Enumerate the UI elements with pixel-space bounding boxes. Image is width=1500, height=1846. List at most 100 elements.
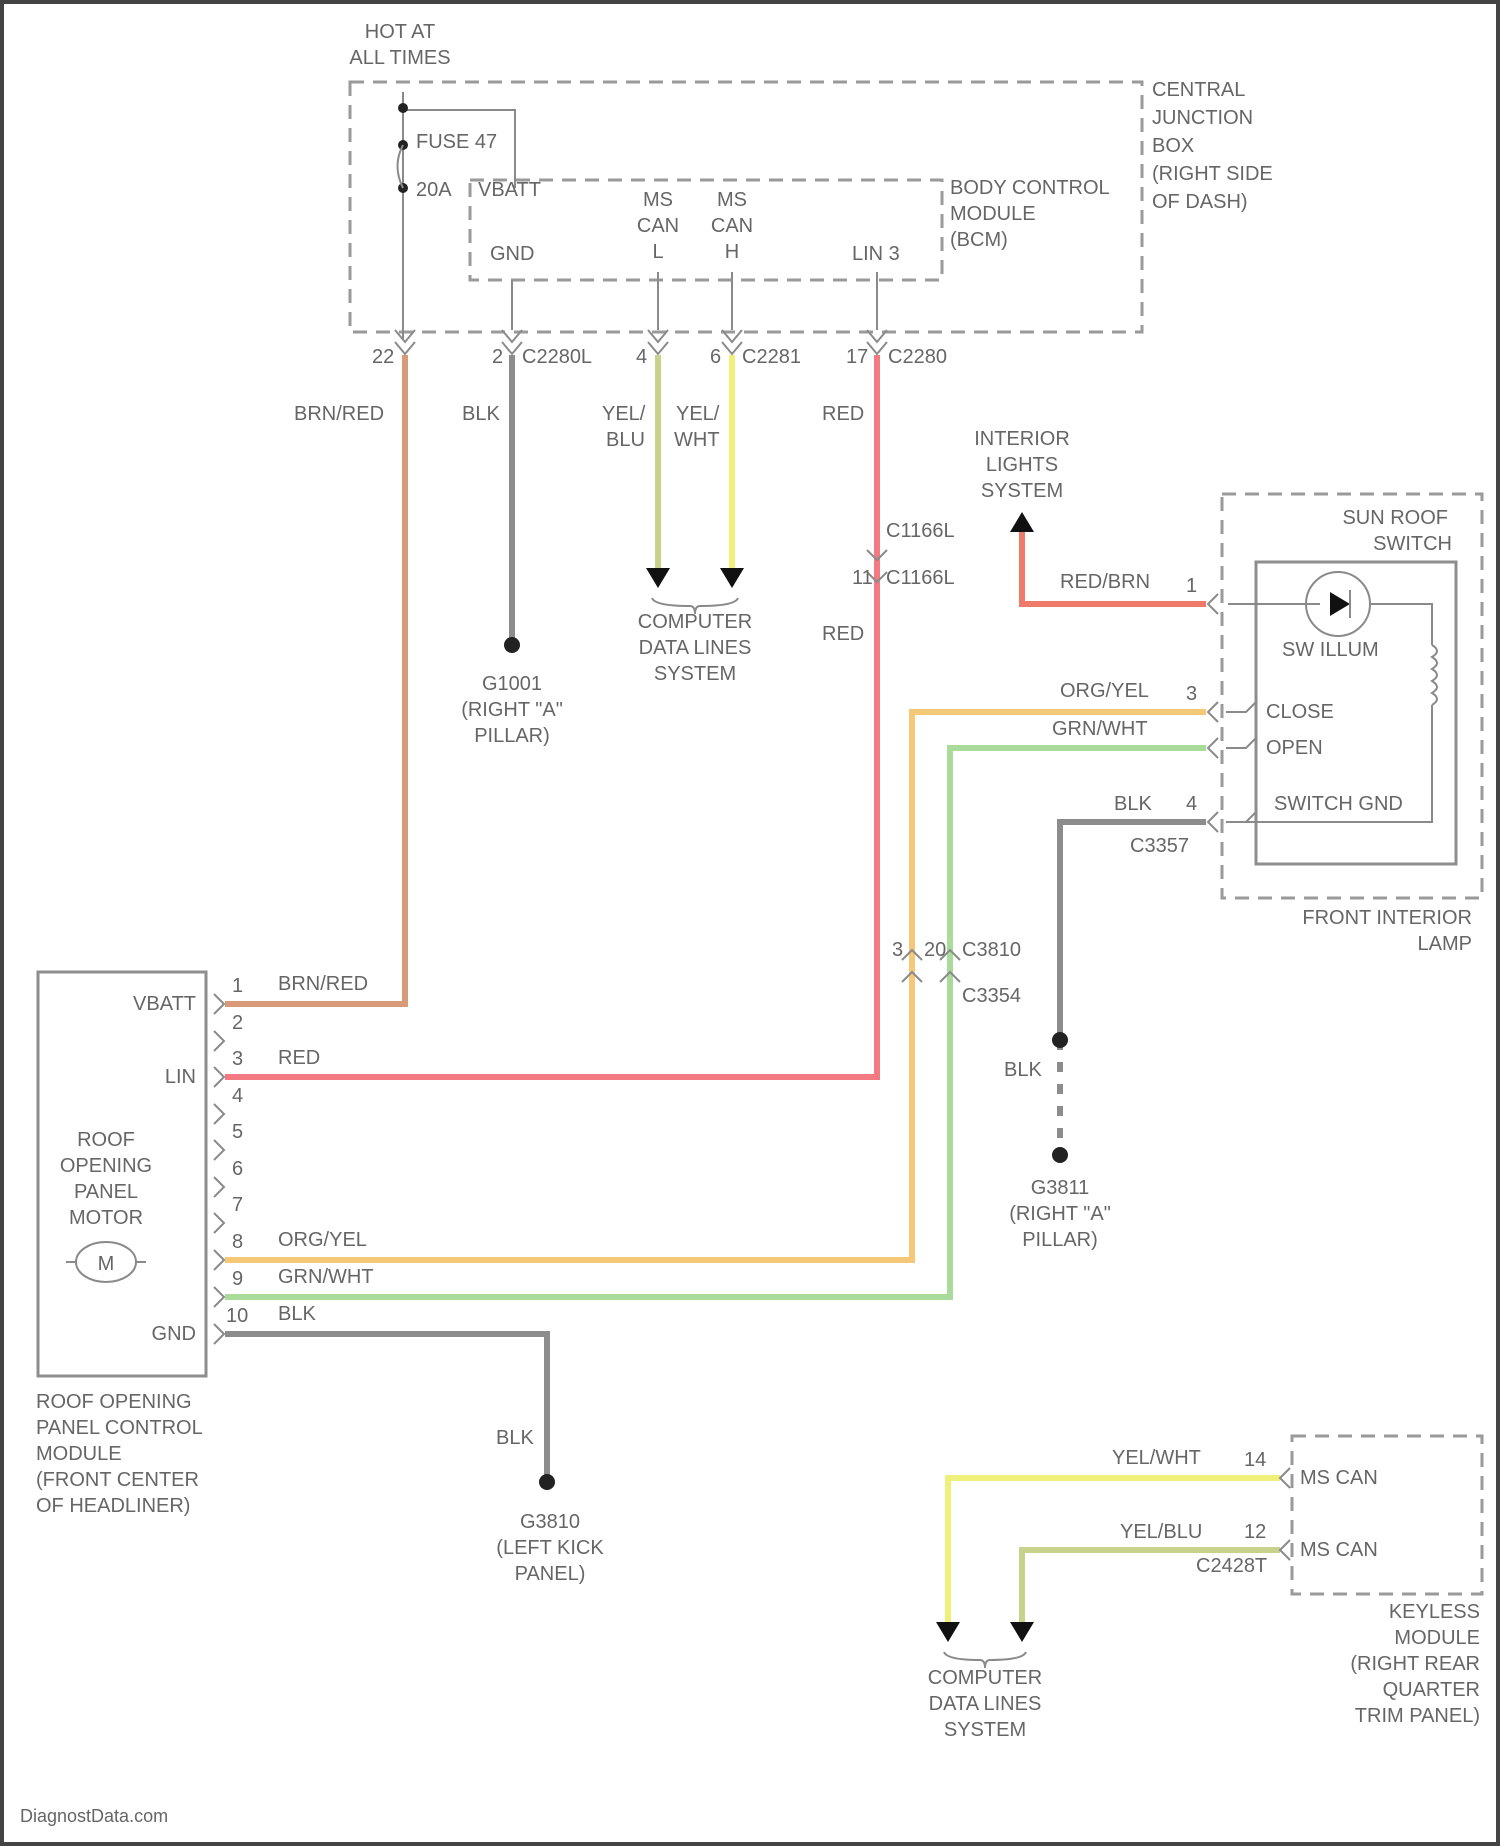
pin-22-label: 22 <box>372 346 394 368</box>
switch-connector-label: C3357 <box>1130 835 1189 857</box>
roof-gnd-label: GND <box>152 1323 196 1345</box>
motor-icon: M <box>66 1242 146 1282</box>
ground-g3810-label: G3810 (LEFT KICK PANEL) <box>496 1511 604 1585</box>
pin-6-label: 6 <box>710 346 721 368</box>
svg-text:CENTRAL: CENTRAL <box>1152 79 1245 101</box>
wire-label-yel-wht-bottom: YEL/WHT <box>1112 1447 1201 1469</box>
svg-text:COMPUTER: COMPUTER <box>928 1667 1042 1689</box>
switch-pin-1: 1 <box>1186 575 1197 597</box>
roof-motor-label: ROOF OPENING PANEL MOTOR <box>60 1129 152 1229</box>
svg-text:SYSTEM: SYSTEM <box>944 1719 1026 1741</box>
svg-text:BODY CONTROL: BODY CONTROL <box>950 177 1110 199</box>
pin-4-label: 4 <box>636 346 647 368</box>
bcm-ms-can-l-label: MS CAN L <box>637 189 679 263</box>
svg-text:1: 1 <box>232 975 243 997</box>
wire-label-red-top: RED <box>822 403 864 425</box>
switch-pin-3: 3 <box>1186 683 1197 705</box>
svg-text:DATA LINES: DATA LINES <box>929 1693 1042 1715</box>
c3354-label: C3354 <box>962 985 1021 1007</box>
pin-17-label: 17 <box>846 346 868 368</box>
svg-text:MODULE: MODULE <box>36 1443 122 1465</box>
svg-text:PANEL CONTROL: PANEL CONTROL <box>36 1417 203 1439</box>
cdl-bottom-label: COMPUTER DATA LINES SYSTEM <box>928 1667 1042 1741</box>
interior-lights-label: INTERIOR LIGHTS SYSTEM <box>974 428 1070 502</box>
open-contact-icon <box>1226 738 1256 748</box>
svg-text:2: 2 <box>232 1012 243 1034</box>
keyless-ms-can-l: MS CAN <box>1300 1539 1378 1561</box>
svg-text:COMPUTER: COMPUTER <box>638 611 752 633</box>
bcm-vbatt-label: VBATT <box>478 179 541 201</box>
switch-coil-icon <box>1432 645 1437 705</box>
svg-text:H: H <box>725 241 739 263</box>
roof-lin-label: LIN <box>165 1066 196 1088</box>
svg-text:CAN: CAN <box>711 215 753 237</box>
roof-vbatt-label: VBATT <box>133 993 196 1015</box>
svg-text:TRIM PANEL): TRIM PANEL) <box>1355 1705 1480 1727</box>
svg-text:INTERIOR: INTERIOR <box>974 428 1070 450</box>
svg-text:PANEL: PANEL <box>74 1181 138 1203</box>
bcm-gnd-label: GND <box>490 243 534 265</box>
svg-text:OPENING: OPENING <box>60 1155 152 1177</box>
fuse-amps-label: 20A <box>416 179 452 201</box>
svg-text:PILLAR): PILLAR) <box>1022 1229 1098 1251</box>
svg-text:G1001: G1001 <box>482 673 542 695</box>
svg-text:ROOF: ROOF <box>77 1129 135 1151</box>
wire-label-blk-bottom: BLK <box>278 1303 316 1325</box>
svg-text:CAN: CAN <box>637 215 679 237</box>
wire-label-yel-wht-1: YEL/ <box>676 403 720 425</box>
wire-label-org-yel-bottom: ORG/YEL <box>278 1229 367 1251</box>
cdl-bottom-arrow-l <box>1010 1622 1034 1642</box>
keyless-pin-14: 14 <box>1244 1449 1266 1471</box>
svg-text:9: 9 <box>232 1268 243 1290</box>
switch-illum-return <box>1370 604 1432 645</box>
ground-g1001-label: G1001 (RIGHT "A" PILLAR) <box>461 673 563 747</box>
svg-text:FRONT INTERIOR: FRONT INTERIOR <box>1302 907 1472 929</box>
cdl-top-arrow-l <box>646 568 670 588</box>
roof-module-connector <box>214 994 224 1344</box>
wire-label-blk-right: BLK <box>1114 793 1152 815</box>
fuse-node-top <box>398 103 408 113</box>
interior-lights-arrow <box>1010 512 1034 532</box>
keyless-connector-label: C2428T <box>1196 1555 1267 1577</box>
svg-text:SYSTEM: SYSTEM <box>654 663 736 685</box>
c1166l-pin-label: 11 <box>852 567 873 589</box>
c3810-pin-3: 3 <box>892 939 903 961</box>
ground-g1001-dot <box>504 637 520 653</box>
g3811-splice-dot <box>1052 1032 1068 1048</box>
wire-blk-g3810 <box>225 1334 547 1480</box>
switch-illum-diode-icon <box>1330 592 1350 616</box>
svg-text:MS: MS <box>643 189 673 211</box>
svg-text:6: 6 <box>232 1158 243 1180</box>
c3810-pin-20: 20 <box>924 939 946 961</box>
ground-g3811-label: G3811 (RIGHT "A" PILLAR) <box>1009 1177 1111 1251</box>
svg-text:(RIGHT "A": (RIGHT "A" <box>461 699 563 721</box>
svg-text:MODULE: MODULE <box>1394 1627 1480 1649</box>
sw-illum-label: SW ILLUM <box>1282 639 1379 661</box>
svg-text:(RIGHT SIDE: (RIGHT SIDE <box>1152 163 1273 185</box>
svg-text:BOX: BOX <box>1152 135 1194 157</box>
bcm-caption: BODY CONTROL MODULE (BCM) <box>950 177 1110 251</box>
svg-text:10: 10 <box>226 1305 248 1327</box>
svg-text:G3811: G3811 <box>1031 1177 1090 1199</box>
svg-text:ROOF OPENING: ROOF OPENING <box>36 1391 192 1413</box>
cdl-top-arrow-h <box>720 568 744 588</box>
c2280-label: C2280 <box>888 346 947 368</box>
svg-text:M: M <box>98 1253 115 1275</box>
wire-label-yel-wht-2: WHT <box>674 429 720 451</box>
svg-text:LIGHTS: LIGHTS <box>986 454 1058 476</box>
svg-text:5: 5 <box>232 1121 243 1143</box>
svg-text:LAMP: LAMP <box>1418 933 1472 955</box>
sun-roof-switch-title-1: SUN ROOF <box>1342 507 1448 529</box>
svg-text:7: 7 <box>232 1194 243 1216</box>
wire-label-red-mid: RED <box>822 623 864 645</box>
svg-text:OF DASH): OF DASH) <box>1152 191 1248 213</box>
open-label: OPEN <box>1266 737 1323 759</box>
sun-roof-switch-title-2: SWITCH <box>1373 533 1452 555</box>
svg-text:QUARTER: QUARTER <box>1383 1679 1480 1701</box>
bcm-lin-label: LIN 3 <box>852 243 900 265</box>
keyless-ms-can-h: MS CAN <box>1300 1467 1378 1489</box>
switch-connector-chevrons <box>1208 594 1218 832</box>
c1166l-label: C1166L <box>886 520 955 542</box>
wire-label-yel-blu-1: YEL/ <box>602 403 646 425</box>
gnd-contact-icon <box>1226 812 1256 822</box>
